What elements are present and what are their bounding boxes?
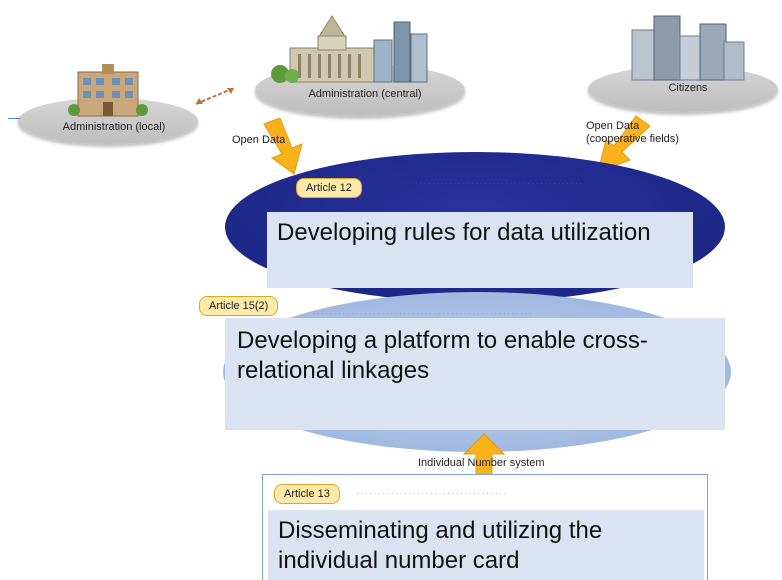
citizens-label: Citizens [668, 82, 708, 94]
local-government-building-icon [68, 64, 148, 117]
platform-linkage-textbox: Developing a platform to enable cross-re… [225, 318, 725, 430]
individual-number-system-label: Individual Number system [418, 457, 545, 469]
individual-number-card-textbox: Disseminating and utilizing the individu… [268, 510, 704, 580]
local-central-link-arrow [195, 87, 235, 105]
faint-text-layer2: ········································… [312, 308, 533, 319]
open-data-right-line2: (cooperative fields) [586, 133, 679, 145]
open-data-right-line1: Open Data [586, 120, 640, 132]
open-data-arrow-left [263, 118, 303, 175]
data-rules-textbox: Developing rules for data utilization [267, 212, 693, 288]
central-government-building-icon [271, 15, 428, 83]
article-13-badge: Article 13 [274, 484, 340, 504]
open-data-label-right: Open Data (cooperative fields) [586, 120, 679, 146]
local-admin-label: Administration (local) [62, 121, 166, 133]
left-connector-line [8, 118, 20, 119]
faint-text-layer1: ········································ [410, 178, 584, 189]
faint-text-layer3: ··································· [356, 488, 508, 499]
open-data-label-left: Open Data [232, 134, 286, 146]
citizens-city-icon [631, 15, 745, 81]
article-15-2-badge: Article 15(2) [199, 296, 279, 316]
article-12-badge: Article 12 [296, 178, 362, 198]
central-admin-label: Administration (central) [308, 88, 422, 100]
